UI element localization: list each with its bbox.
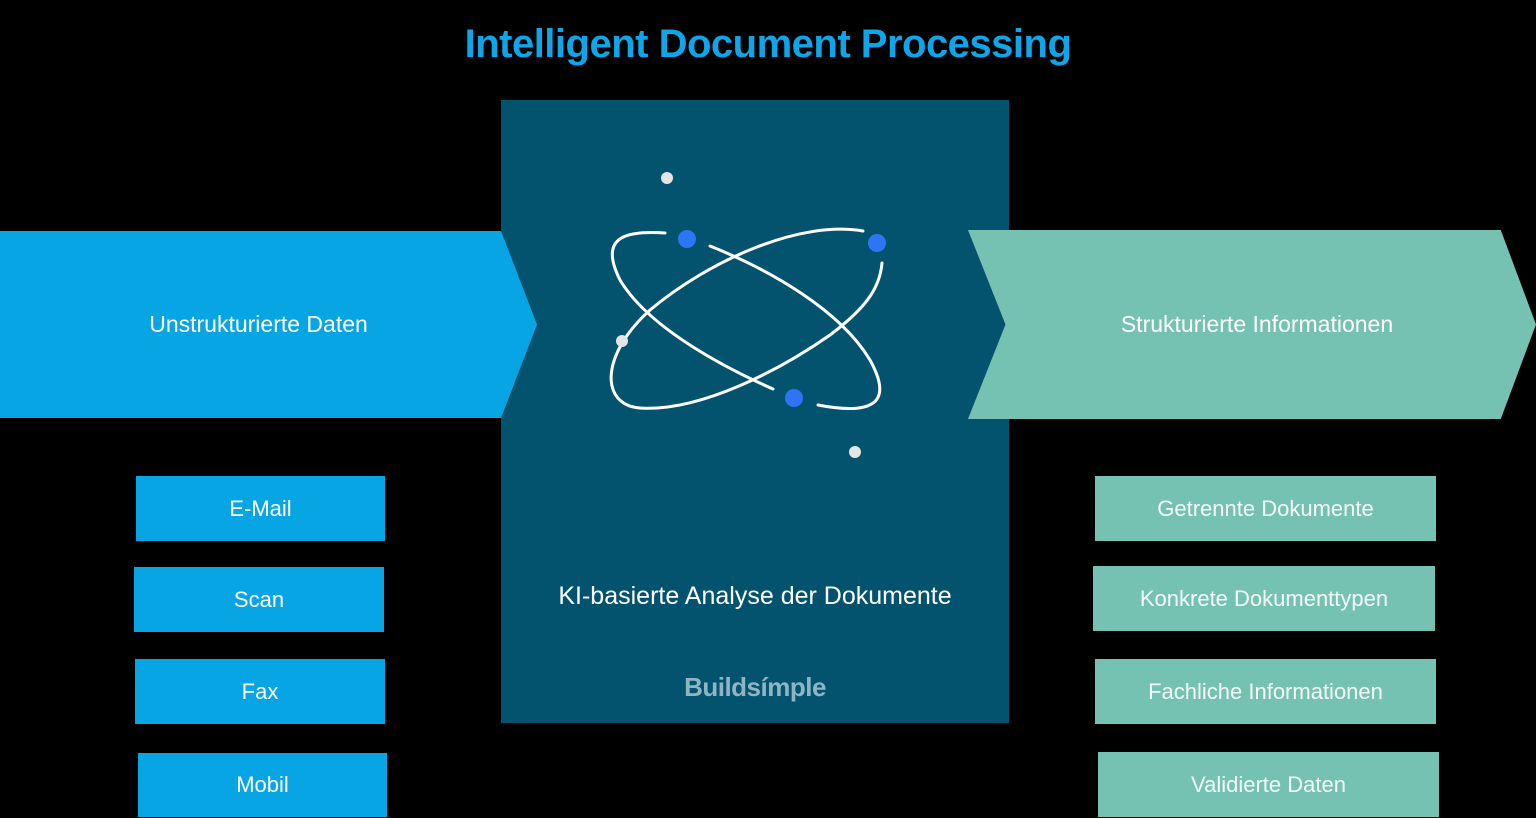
source-scan: Scan: [134, 567, 384, 632]
source-label: E-Mail: [229, 495, 292, 521]
atom-icon: [609, 172, 886, 458]
ai-analysis-label: KI-basierte Analyse der Dokumente: [558, 582, 952, 610]
source-fax: Fax: [135, 659, 385, 724]
output-arrow-label: Strukturierte Informationen: [1120, 311, 1394, 337]
result-label: Getrennte Dokumente: [1157, 495, 1374, 521]
source-label: Mobil: [236, 772, 289, 797]
ai-analysis-panel: [501, 100, 1009, 723]
input-arrow: Unstrukturierte Daten: [0, 231, 537, 418]
source-label: Fax: [241, 678, 279, 704]
buildsimple-logo: Buildsímple: [684, 672, 826, 702]
input-arrow-label: Unstrukturierte Daten: [149, 311, 368, 337]
output-arrow: Strukturierte Informationen: [968, 230, 1536, 419]
source-email: E-Mail: [136, 476, 385, 541]
result-validierte-daten: Validierte Daten: [1098, 752, 1439, 817]
result-getrennte-dokumente: Getrennte Dokumente: [1095, 476, 1436, 541]
result-label: Konkrete Dokumenttypen: [1139, 585, 1389, 611]
source-label: Scan: [233, 586, 285, 612]
result-dokumenttypen: Konkrete Dokumenttypen: [1093, 566, 1435, 631]
result-label: Fachliche Informationen: [1148, 678, 1383, 704]
diagram-title: Intelligent Document Processing: [464, 22, 1072, 66]
result-fachliche-informationen: Fachliche Informationen: [1095, 659, 1436, 724]
source-mobil: Mobil: [138, 753, 387, 817]
result-label: Validierte Daten: [1191, 771, 1346, 797]
